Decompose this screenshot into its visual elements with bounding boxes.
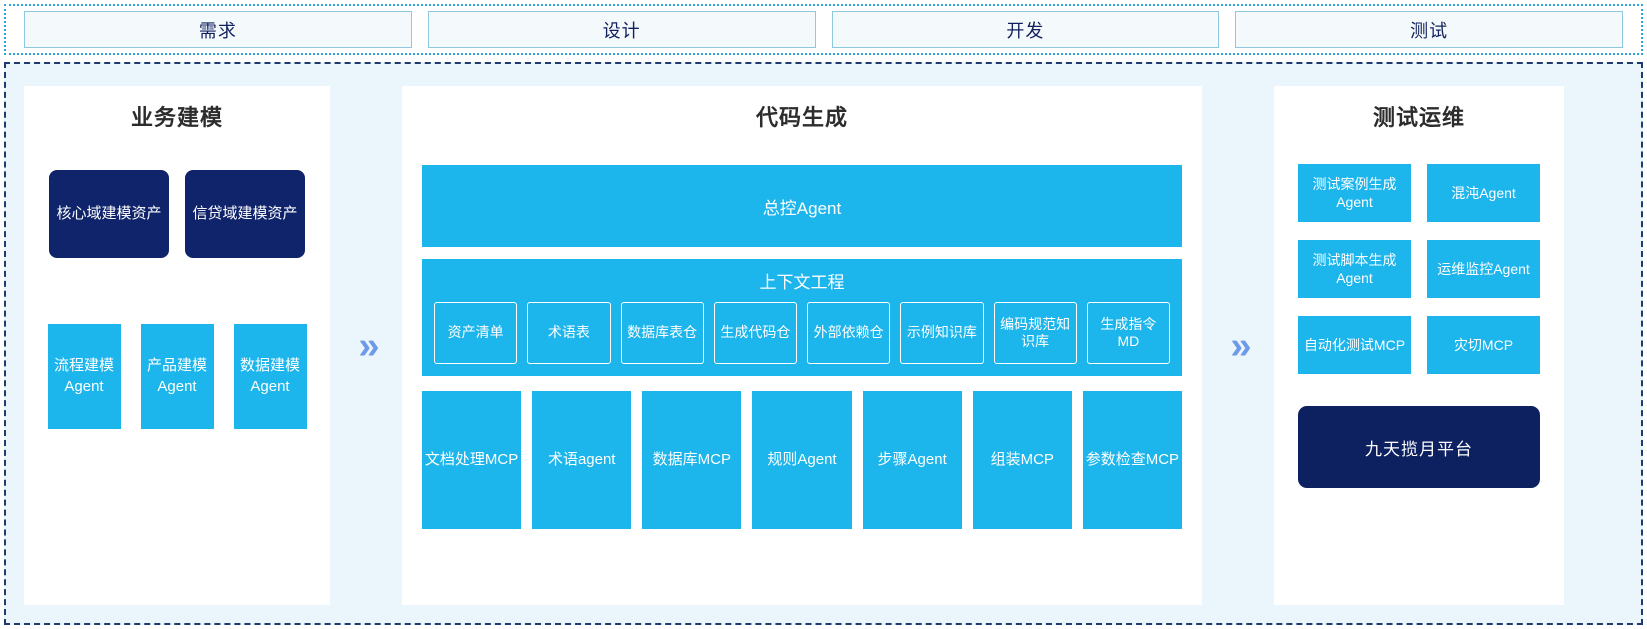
context-item-label: 外部依赖仓 [813,324,884,341]
chevron-glyph: » [358,324,379,367]
asset-box-core-domain[interactable]: 核心域建模资产 [49,170,169,258]
panel-business-modeling: 业务建模 核心域建模资产 信贷域建模资产 流程建模Agent 产品建模Agent… [24,86,330,605]
platform-box-jiutian-lanyue[interactable]: 九天揽月平台 [1298,406,1540,488]
test-box-disaster-switch-mcp[interactable]: 灾切MCP [1427,316,1540,374]
phase-box-requirements[interactable]: 需求 [24,11,412,48]
agent-box-data-modeling[interactable]: 数据建模Agent [233,324,307,429]
double-chevron-right-icon-2: » [1202,86,1274,605]
agent-label: 流程建模Agent [53,357,114,395]
context-item-generated-code-repo[interactable]: 生成代码仓 [713,302,797,364]
context-item-label: 示例知识库 [906,324,977,341]
tool-box-step-agent[interactable]: 步骤Agent [862,391,962,529]
asset-label: 核心域建模资产 [56,204,162,222]
tool-label: 参数检查MCP [1085,451,1180,469]
tool-box-glossary-agent[interactable]: 术语agent [532,391,632,529]
context-item-label: 数据库表仓 [627,324,698,341]
panel-title-business-modeling: 业务建模 [130,105,223,130]
context-engineering-block: 上下文工程 资产清单 术语表 数据库表仓 生成代码仓 外部依赖仓 示 [422,259,1182,376]
tool-box-database-mcp[interactable]: 数据库MCP [642,391,742,529]
context-item-external-dependency-repo[interactable]: 外部依赖仓 [807,302,891,364]
business-agent-row: 流程建模Agent 产品建模Agent 数据建模Agent [47,324,307,429]
context-item-example-knowledge-base[interactable]: 示例知识库 [900,302,984,364]
phase-box-design[interactable]: 设计 [427,11,816,48]
test-box-automated-test-mcp[interactable]: 自动化测试MCP [1298,316,1411,374]
tool-box-parameter-check-mcp[interactable]: 参数检查MCP [1082,391,1182,529]
test-box-label: 混沌Agent [1451,184,1516,201]
business-asset-row: 核心域建模资产 信贷域建模资产 [49,170,305,258]
code-generation-tool-row: 文档处理MCP 术语agent 数据库MCP 规则Agent 步骤Agent 组… [422,391,1182,529]
tool-label: 步骤Agent [877,451,947,469]
context-item-db-table-repo[interactable]: 数据库表仓 [620,302,704,364]
context-item-label: 生成指令MD [1100,315,1157,350]
asset-label: 信贷域建模资产 [192,204,298,222]
test-operations-agent-grid: 测试案例生成Agent 混沌Agent 测试脚本生成Agent 运维监控Agen… [1298,164,1540,374]
test-box-ops-monitoring-agent[interactable]: 运维监控Agent [1427,240,1540,298]
context-item-generation-instruction-md[interactable]: 生成指令MD [1086,302,1170,364]
test-box-label: 运维监控Agent [1437,260,1530,277]
context-item-label: 生成代码仓 [720,324,791,341]
phase-label: 需求 [198,20,237,41]
tool-box-rule-agent[interactable]: 规则Agent [752,391,852,529]
context-item-asset-list[interactable]: 资产清单 [434,302,518,364]
tool-label: 术语agent [547,451,616,469]
agent-label: 产品建模Agent [146,357,207,395]
tool-box-document-processing-mcp[interactable]: 文档处理MCP [422,391,522,529]
phase-box-testing[interactable]: 测试 [1235,11,1623,48]
platform-label: 九天揽月平台 [1365,439,1473,459]
panel-title-code-generation: 代码生成 [755,105,848,130]
phase-label: 设计 [602,20,641,41]
architecture-diagram-frame: 业务建模 核心域建模资产 信贷域建模资产 流程建模Agent 产品建模Agent… [4,62,1643,625]
chevron-glyph: » [1230,324,1251,367]
master-control-agent-bar[interactable]: 总控Agent [422,165,1182,247]
panel-code-generation: 代码生成 总控Agent 上下文工程 资产清单 术语表 数据库表仓 生成代码仓 [402,86,1202,605]
test-box-label: 灾切MCP [1453,336,1514,353]
tool-label: 规则Agent [767,451,837,469]
test-box-chaos-agent[interactable]: 混沌Agent [1427,164,1540,222]
test-box-test-script-generation-agent[interactable]: 测试脚本生成Agent [1298,240,1411,298]
phase-label: 开发 [1006,20,1045,41]
context-item-label: 资产清单 [447,324,504,341]
test-box-label: 自动化测试MCP [1303,336,1406,353]
double-chevron-right-icon-1: » [330,86,402,605]
phase-label: 测试 [1410,20,1449,41]
master-control-agent-label: 总控Agent [762,198,842,218]
phase-box-development[interactable]: 开发 [831,11,1220,48]
test-box-test-case-generation-agent[interactable]: 测试案例生成Agent [1298,164,1411,222]
context-item-glossary[interactable]: 术语表 [527,302,611,364]
tool-label: 文档处理MCP [424,451,519,469]
agent-box-product-modeling[interactable]: 产品建模Agent [140,324,214,429]
test-box-label: 测试脚本生成Agent [1312,251,1397,286]
tool-label: 数据库MCP [652,451,732,469]
panel-test-operations: 测试运维 测试案例生成Agent 混沌Agent 测试脚本生成Agent 运维监… [1274,86,1564,605]
context-item-label: 编码规范知识库 [1000,315,1071,350]
tool-label: 组装MCP [990,451,1054,469]
test-box-label: 测试案例生成Agent [1312,175,1397,210]
context-item-coding-standard-knowledge-base[interactable]: 编码规范知识库 [993,302,1077,364]
context-engineering-title: 上下文工程 [759,273,845,292]
phase-strip: 需求 设计 开发 测试 [4,4,1643,55]
agent-label: 数据建模Agent [239,357,300,395]
panel-title-test-operations: 测试运维 [1372,105,1465,130]
context-item-label: 术语表 [547,324,590,341]
context-engineering-item-row: 资产清单 术语表 数据库表仓 生成代码仓 外部依赖仓 示例知识库 [430,302,1174,364]
tool-box-assembly-mcp[interactable]: 组装MCP [972,391,1072,529]
asset-box-credit-domain[interactable]: 信贷域建模资产 [185,170,305,258]
agent-box-process-modeling[interactable]: 流程建模Agent [47,324,121,429]
